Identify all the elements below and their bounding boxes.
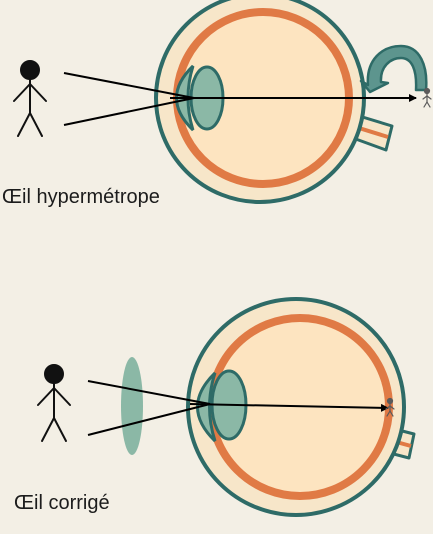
observer-figure xyxy=(37,364,71,442)
optical-axis-ray xyxy=(189,403,389,412)
figure-right-leg xyxy=(29,112,43,137)
ray-upper xyxy=(87,380,211,405)
ray-upper xyxy=(63,72,195,99)
curved-arrow-icon xyxy=(359,44,428,94)
corrective-lens xyxy=(121,357,143,455)
hyperopic-eye-panel xyxy=(13,0,432,204)
cornea xyxy=(196,371,217,443)
figure-head xyxy=(44,364,64,384)
corrected-eye-panel xyxy=(37,297,416,517)
image-figure-icon xyxy=(422,87,432,108)
caption-corrected-eye: Œil corrigé xyxy=(14,492,110,514)
figure-right-arm xyxy=(29,83,47,102)
figure-left-arm xyxy=(13,83,31,102)
eyeball xyxy=(154,0,394,204)
figure-right-arm xyxy=(53,387,71,406)
light-rays xyxy=(63,72,417,126)
image-figure-icon xyxy=(385,397,395,417)
observer-figure xyxy=(13,60,47,137)
ray-lower xyxy=(87,403,211,436)
figure-left-arm xyxy=(37,387,55,406)
caption-hyperopic-eye: Œil hypermétrope xyxy=(2,186,160,208)
figure-left-leg xyxy=(17,112,31,137)
light-rays xyxy=(87,380,389,436)
ray-lower xyxy=(63,97,195,126)
figure-head xyxy=(20,60,40,80)
figure-left-leg xyxy=(41,417,55,442)
figure-right-leg xyxy=(53,417,67,442)
